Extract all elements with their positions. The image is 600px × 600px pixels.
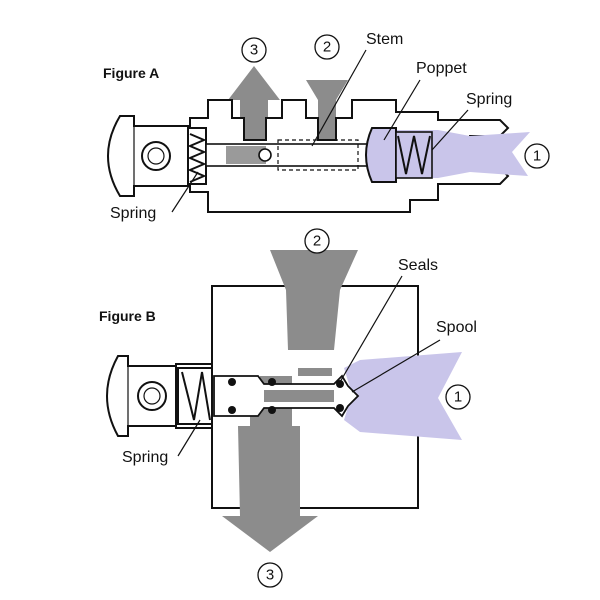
seal-6: [336, 404, 344, 412]
seal-4: [268, 406, 276, 414]
label-spool: Spool: [436, 319, 477, 336]
port-3-circle-b: [257, 562, 283, 588]
port-3-num-a: 3: [250, 42, 258, 59]
leader-stem: [311, 49, 367, 147]
cap-knob-inner-b: [143, 387, 161, 405]
leader-spring-b: [177, 419, 201, 457]
port-1-circle-b: [445, 384, 471, 410]
stem-bore: [277, 139, 359, 171]
label-poppet: Poppet: [416, 60, 467, 77]
leader-spool: [351, 339, 441, 393]
leader-spring-left-a: [171, 171, 199, 213]
label-seals: Seals: [398, 257, 438, 274]
port-1-num-b: 1: [454, 389, 462, 406]
port-1-num-a: 1: [533, 148, 541, 165]
port-3-circle-a: [241, 37, 267, 63]
spring-b: [181, 371, 211, 421]
label-spring-left-a: Spring: [110, 205, 156, 222]
port-2-num-a: 2: [323, 39, 331, 56]
seal-1: [228, 378, 236, 386]
port-2-circle-b: [304, 228, 330, 254]
spring-right-a: [397, 135, 431, 175]
figure-b-title: Figure B: [99, 308, 156, 324]
port-2-circle-a: [314, 34, 340, 60]
port-3-arrow-b: [222, 376, 318, 552]
cap-knob-a: [141, 141, 171, 171]
port-2-num-b: 2: [313, 233, 321, 250]
cap-knob-inner-a: [147, 147, 165, 165]
poppet: [365, 127, 397, 183]
stem-shade: [226, 146, 266, 164]
label-spring-b: Spring: [122, 449, 168, 466]
figure-a-title: Figure A: [103, 65, 159, 81]
cap-knob-b: [137, 381, 167, 411]
label-stem: Stem: [366, 31, 403, 48]
spool-stem-shade: [264, 390, 334, 402]
label-spring-right-a: Spring: [466, 91, 512, 108]
port-1-circle-a: [524, 143, 550, 169]
port-2-arrow: [306, 80, 348, 140]
seal-3: [268, 378, 276, 386]
port-1-pressure-b: [344, 352, 462, 440]
leader-poppet: [383, 79, 421, 141]
port-2-arrow-b: [270, 250, 358, 376]
port-3-num-b: 3: [266, 567, 274, 584]
leader-seals: [339, 275, 403, 383]
spring-left-a: [187, 133, 207, 183]
stem-pin: [258, 148, 272, 162]
seal-5: [336, 380, 344, 388]
leader-spring-right-a: [431, 109, 469, 151]
figure-b: Figure B 2 1 3: [99, 228, 477, 588]
figure-a: Figure A 3 2 1 Stem: [103, 31, 550, 222]
seal-2: [228, 406, 236, 414]
